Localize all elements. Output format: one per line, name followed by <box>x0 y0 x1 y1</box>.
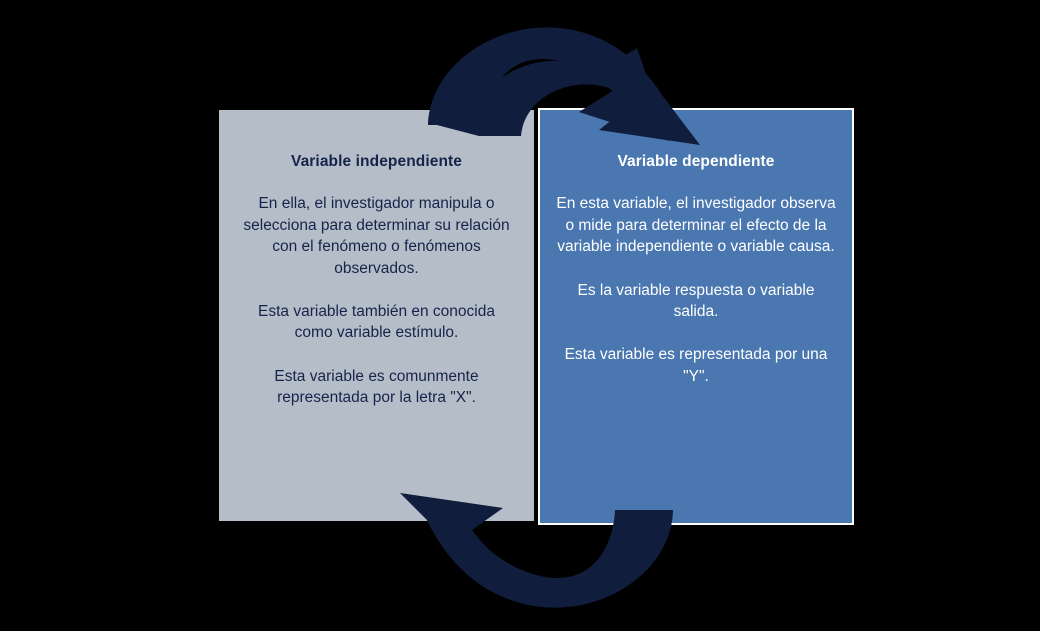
panel-dependiente-title: Variable dependiente <box>617 153 775 170</box>
panel-independiente-title: Variable independiente <box>290 153 463 170</box>
panel-independiente-paragraph-3: Esta variable es comunmente representada… <box>274 367 479 406</box>
panel-variable-independiente: Variable independiente En ella, el inves… <box>219 110 534 521</box>
panel-dependiente-paragraph-3: Esta variable es representada por una "Y… <box>564 346 828 385</box>
panel-dependiente-paragraph-2: Es la variable respuesta o variable sali… <box>577 281 815 320</box>
panel-independiente-paragraph-2: Esta variable también en conocida como v… <box>258 302 495 342</box>
panel-dependiente-paragraph-1: En esta variable, el investigador observ… <box>556 195 836 256</box>
panel-independiente-paragraph-1: En ella, el investigador manipula o sele… <box>243 195 510 277</box>
panel-variable-dependiente: Variable dependiente En esta variable, e… <box>538 108 854 525</box>
